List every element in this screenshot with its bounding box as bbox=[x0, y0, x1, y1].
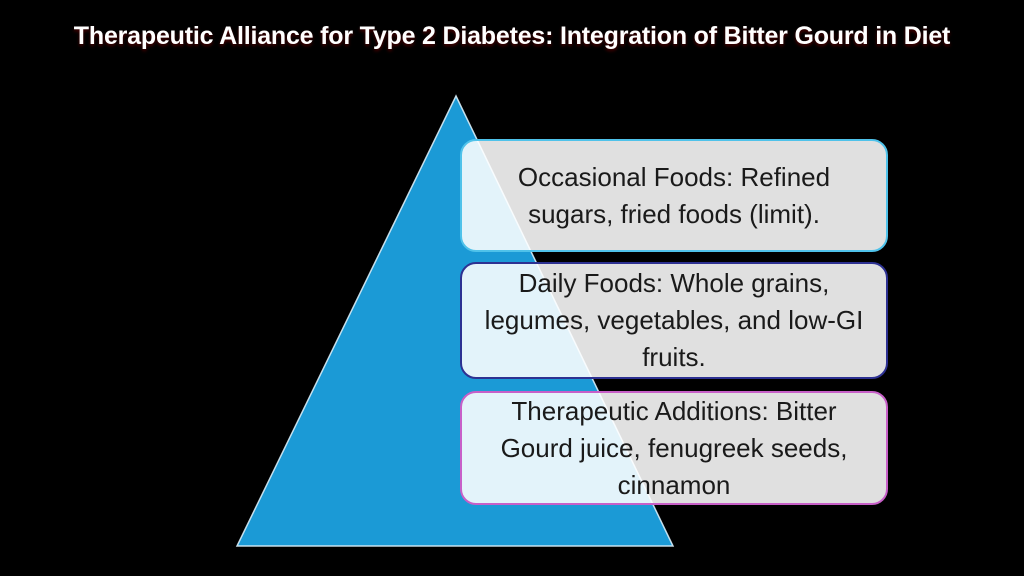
level-label: Therapeutic Additions: Bitter Gourd juic… bbox=[500, 395, 848, 500]
level-label: Occasional Foods: Refined sugars, fried … bbox=[517, 161, 831, 229]
level-box-therapeutic-additions: Therapeutic Additions: Bitter Gourd juic… bbox=[460, 391, 888, 505]
level-box-occasional-foods: Occasional Foods: Refined sugars, fried … bbox=[460, 139, 888, 252]
level-box-daily-foods: Daily Foods: Whole grains, legumes, vege… bbox=[460, 262, 888, 379]
level-label: Daily Foods: Whole grains, legumes, vege… bbox=[484, 268, 864, 372]
slide-title: Therapeutic Alliance for Type 2 Diabetes… bbox=[73, 22, 951, 50]
